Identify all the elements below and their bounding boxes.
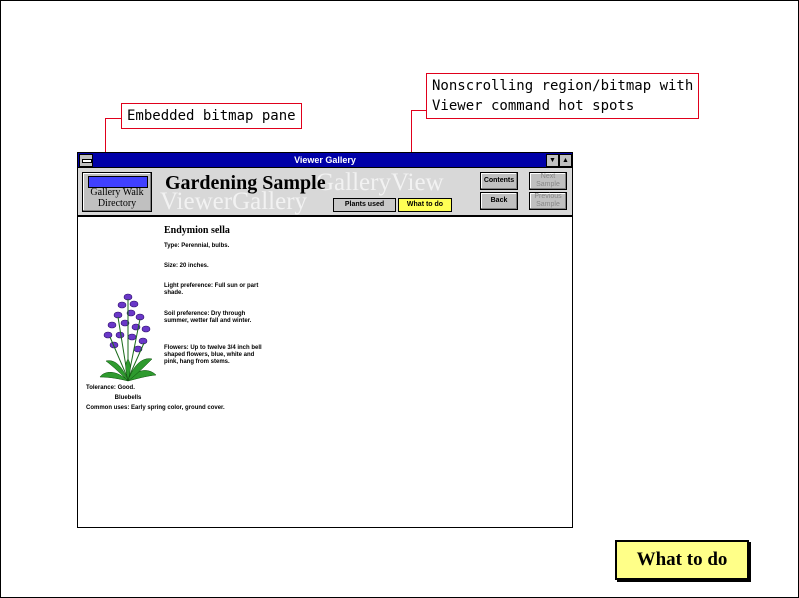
title-bar[interactable]: Viewer Gallery ▼ ▲ (78, 153, 572, 168)
plant-name-heading: Endymion sella (164, 225, 230, 236)
contents-button[interactable]: Contents (480, 172, 518, 190)
paragraph-soil: Soil preference: Dry through summer, wet… (164, 311, 252, 324)
article-scrolling-region[interactable]: Bluebells Endymion sella Type: Perennial… (78, 215, 572, 525)
paragraph-tolerance: Tolerance: Good. (86, 385, 135, 391)
next-sample-button[interactable]: Next Sample (529, 172, 567, 190)
bluebell-plant-icon (99, 293, 157, 382)
minimize-button[interactable]: ▼ (546, 154, 559, 167)
back-button[interactable]: Back (480, 192, 518, 210)
system-menu-button[interactable] (79, 154, 93, 167)
paragraph-type: Type: Perennial, bulbs. (164, 243, 230, 249)
gallery-logo-icon (88, 176, 148, 188)
callout-nonscrolling-region: Nonscrolling region/bitmap with Viewer c… (426, 73, 700, 119)
leader-line-nonscroll (411, 110, 426, 111)
maximize-button[interactable]: ▲ (559, 154, 572, 167)
paragraph-light: Light preference: Full sun or part shade… (164, 283, 259, 296)
gallery-walk-directory-button[interactable]: Gallery Walk Directory (82, 172, 152, 212)
nonscrolling-region: GalleryView ViewerGallery Gallery Walk D… (78, 168, 572, 217)
leader-line-embedded (105, 118, 121, 119)
system-menu-icon (82, 159, 92, 163)
paragraph-uses: Common uses: Early spring color, ground … (86, 405, 225, 411)
banner-watermark-viewer-gallery: ViewerGallery (160, 188, 308, 215)
what-to-do-button[interactable]: What to do (615, 540, 749, 580)
what-to-do-hotspot-button[interactable]: What to do (398, 198, 452, 212)
callout-embedded-bitmap-pane: Embedded bitmap pane (121, 103, 302, 129)
window-title: Viewer Gallery (294, 155, 356, 165)
gallery-walk-directory-label: Gallery Walk Directory (90, 187, 144, 209)
plants-used-button[interactable]: Plants used (333, 198, 396, 212)
previous-sample-button[interactable]: Previous Sample (529, 192, 567, 210)
banner-title: Gardening Sample (165, 172, 326, 194)
illustration-caption: Bluebells (114, 395, 142, 401)
paragraph-size: Size: 20 inches. (164, 263, 209, 269)
paragraph-flowers: Flowers: Up to twelve 3/4 inch bell shap… (164, 345, 262, 365)
banner-watermark-gallery-view: GalleryView (316, 169, 444, 196)
leader-line-nonscroll-vertical (411, 110, 412, 178)
viewer-window: Viewer Gallery ▼ ▲ GalleryView ViewerGal… (77, 152, 573, 528)
